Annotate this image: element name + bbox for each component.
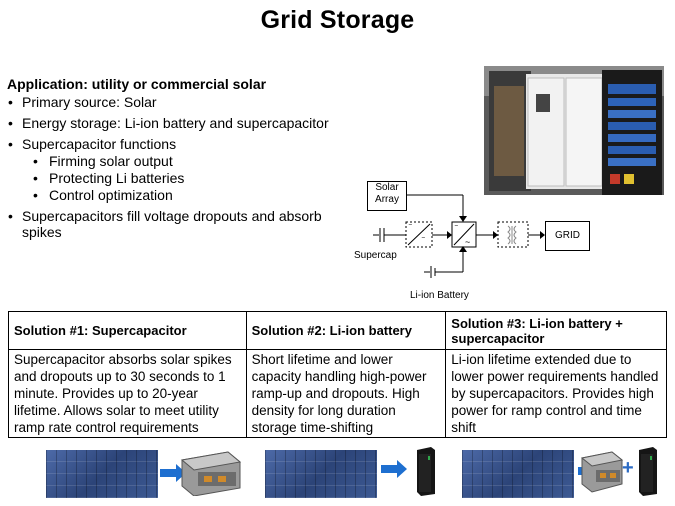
supercapacitor-module-image [580,451,624,493]
supercap-label: Supercap [354,250,397,261]
bullet-energy-storage: Energy storage: Li-ion battery and super… [7,115,342,131]
li-ion-battery-label: Li-ion Battery [410,290,469,301]
cell-solution-1: Supercapacitor absorbs solar spikes and … [8,349,247,438]
supercapacitor-module-image [180,451,242,496]
bullet-list: Primary source: Solar Energy storage: Li… [7,94,342,245]
solar-panel-image [46,450,158,498]
cell-solution-3: Li-ion lifetime extended due to lower po… [445,349,667,438]
equipment-photo [484,66,664,195]
grid-box: GRID [545,221,590,251]
header-solution-1: Solution #1: Supercapacitor [8,311,247,350]
right-arrow-icon [381,460,407,478]
solutions-table: Solution #1: Supercapacitor Solution #2:… [8,311,667,438]
cell-solution-2: Short lifetime and lower capacity handli… [245,349,447,438]
bullet-primary-source: Primary source: Solar [7,94,342,110]
battery-cabinet-image [417,447,435,496]
battery-cabinet-image [639,447,657,496]
sub-bullet-firming: Firming solar output [22,153,342,169]
bullet-supercap-functions-label: Supercapacitor functions [22,136,177,152]
equipment-photo-illustration [484,66,664,195]
table-row: Supercapacitor absorbs solar spikes and … [8,349,667,438]
solution-thumbnails: + [0,446,675,498]
application-heading: Application: utility or commercial solar [7,76,267,92]
sub-bullet-control: Control optimization [22,187,342,203]
plus-icon: + [622,457,634,479]
table-header-row: Solution #1: Supercapacitor Solution #2:… [8,311,667,350]
solar-panel-image [265,450,377,498]
solar-panel-image [462,450,574,498]
svg-text:‾: ‾ [454,225,458,234]
sub-bullet-protecting: Protecting Li batteries [22,170,342,186]
sub-bullet-list: Firming solar output Protecting Li batte… [22,153,342,203]
bullet-supercap-functions: Supercapacitor functions Firming solar o… [7,136,342,203]
bullet-fill-dropouts: Supercapacitors fill voltage dropouts an… [7,208,342,240]
right-arrow-icon [160,464,186,482]
header-solution-3: Solution #3: Li-ion battery + supercapac… [445,311,667,350]
header-solution-2: Solution #2: Li-ion battery [245,311,447,350]
svg-text:‾: ‾ [421,237,425,246]
page-title: Grid Storage [260,6,415,34]
svg-text:~: ~ [465,237,470,247]
svg-text:‾: ‾ [408,224,412,233]
